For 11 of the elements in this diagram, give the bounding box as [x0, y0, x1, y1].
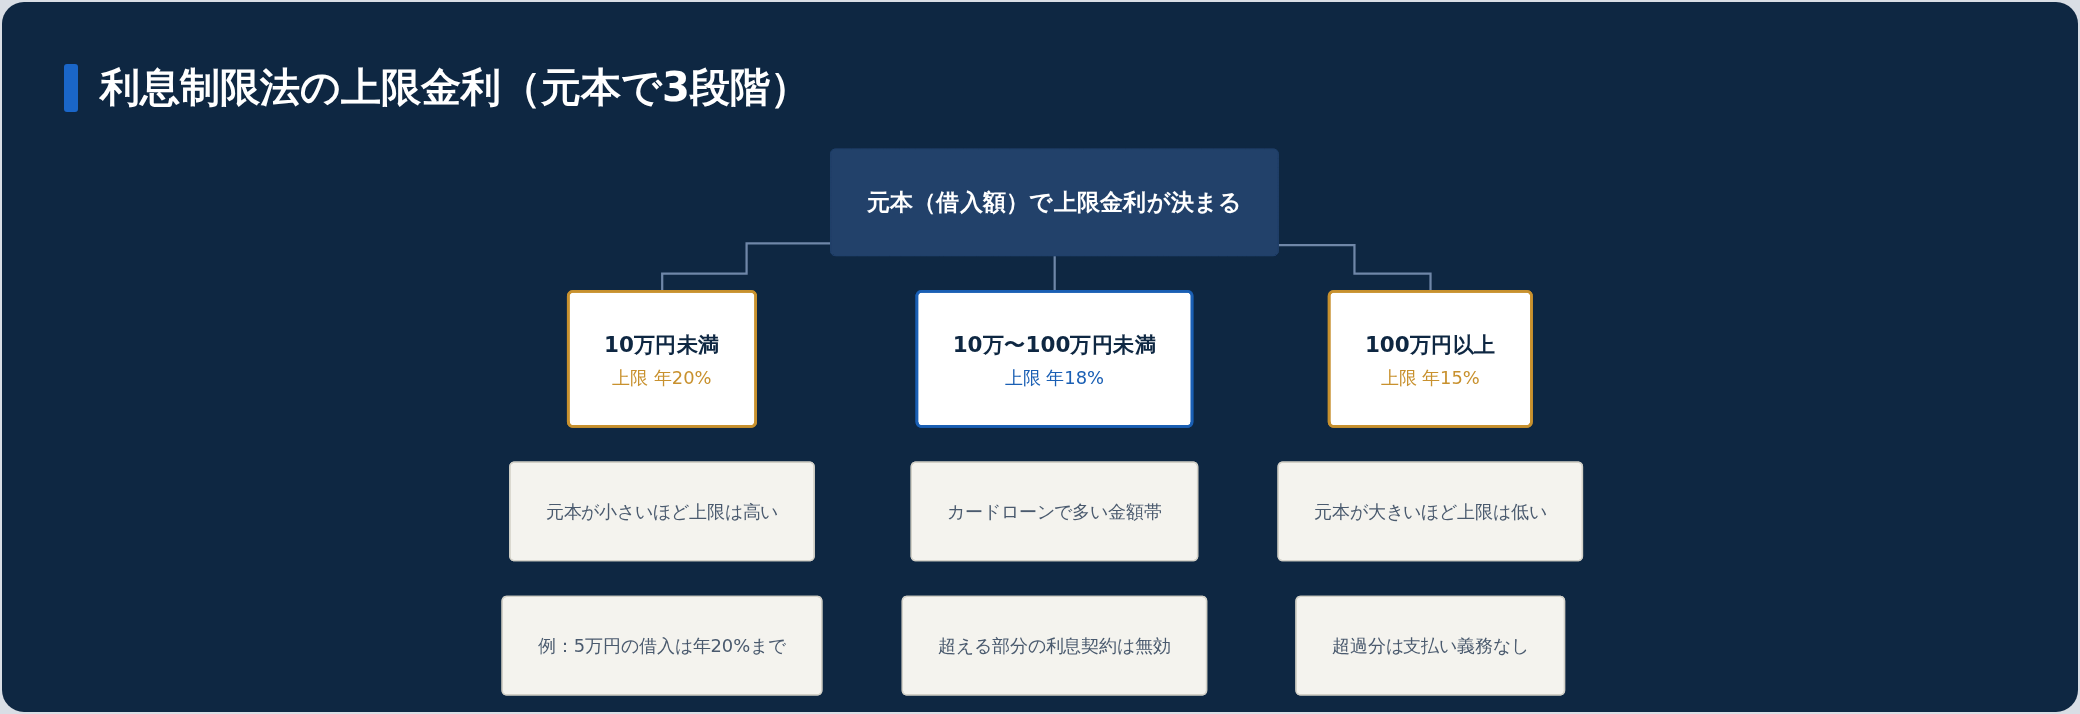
note-box: 元本が小さいほど上限は高い: [508, 461, 815, 562]
tier-box: 100万円以上 上限 年15%: [1327, 290, 1533, 428]
note-box: 例：5万円の借入は年20%まで: [501, 595, 823, 696]
diagram-title: 利息制限法の上限金利（元本で3段階）: [100, 63, 810, 112]
tier-box: 10万〜100万円未満 上限 年18%: [915, 290, 1194, 428]
tier-box: 10万円未満 上限 年20%: [566, 290, 757, 428]
topic-box: 元本（借入額）で上限金利が決まる: [830, 148, 1279, 257]
note-box: 超える部分の利息契約は無効: [901, 595, 1207, 696]
note-box: 超過分は支払い義務なし: [1295, 595, 1565, 696]
note-box: 元本が大きいほど上限は低い: [1277, 461, 1583, 562]
note-box: カードローンで多い金額帯: [910, 461, 1198, 562]
